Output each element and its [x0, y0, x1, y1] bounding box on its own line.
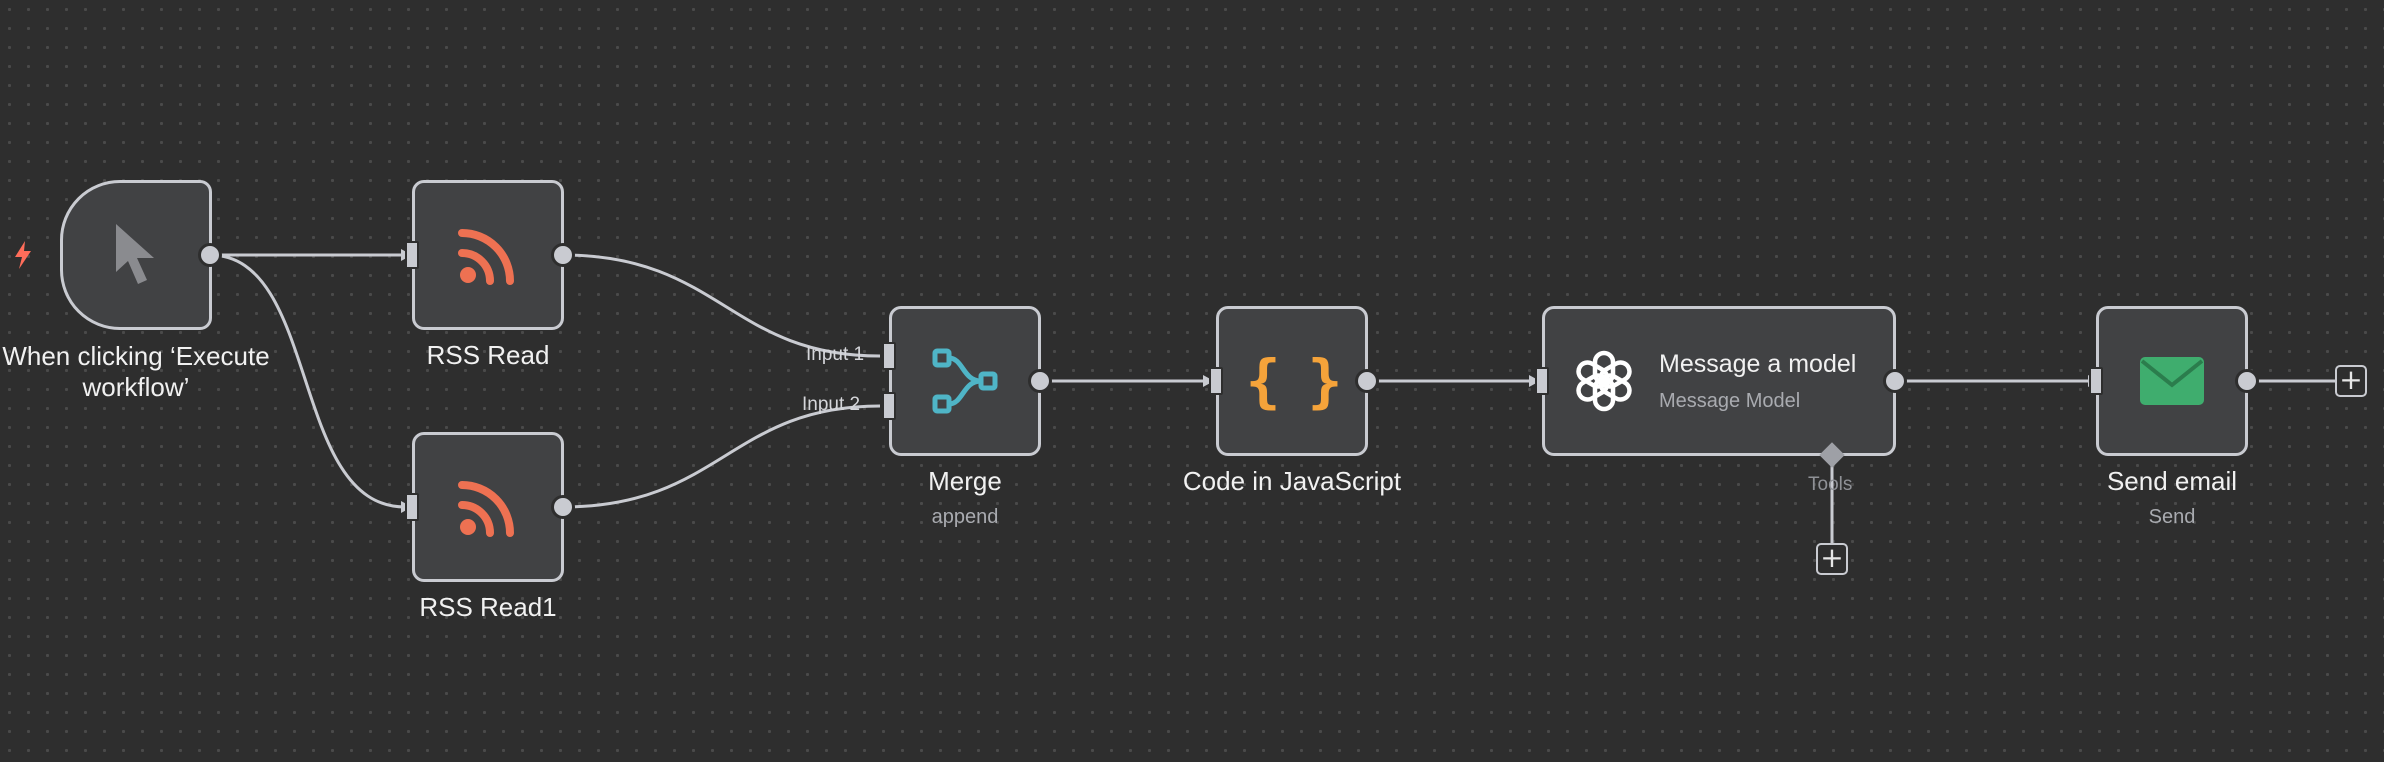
merge-input-2-label: Input 2 [802, 394, 861, 415]
code-label: Code in JavaScript [1182, 466, 1402, 496]
code-input-port[interactable] [1209, 367, 1223, 395]
merge-input-2-port[interactable] [882, 392, 896, 420]
send-email-input-port[interactable] [2089, 367, 2103, 395]
send-email-sublabel: Send [2148, 506, 2196, 528]
code-node[interactable]: { } [1216, 306, 1368, 456]
rss-read1-label: RSS Read1 [419, 592, 557, 622]
code-output-port[interactable] [1355, 369, 1379, 393]
trigger-output-port[interactable] [198, 243, 222, 267]
merge-input-1-label: Input 1 [806, 344, 865, 365]
lightning-icon [15, 241, 31, 269]
arrow-model [1529, 375, 1540, 387]
message-model-title: Message a model [1659, 350, 1857, 378]
rss-read-label: RSS Read [426, 340, 550, 370]
add-tool-button[interactable]: + [1816, 543, 1848, 575]
manual-trigger-node[interactable] [60, 180, 212, 330]
rss-read-output-port[interactable] [551, 243, 575, 267]
message-model-subtitle: Message Model [1659, 390, 1801, 412]
openai-icon [1576, 350, 1632, 412]
rss-read-node[interactable] [412, 180, 564, 330]
add-node-button[interactable]: + [2335, 365, 2367, 397]
message-model-output-port[interactable] [1883, 369, 1907, 393]
connection-rss-read1-merge [562, 404, 881, 509]
merge-output-port[interactable] [1028, 369, 1052, 393]
connection-rss-read-merge [562, 253, 881, 358]
arrow-code [1203, 375, 1214, 387]
tools-label: Tools [1808, 474, 1853, 495]
rss-read1-output-port[interactable] [551, 495, 575, 519]
curly-braces-icon: { } [1245, 347, 1343, 415]
envelope-icon [2140, 357, 2204, 405]
cursor-icon [116, 224, 154, 284]
merge-sublabel: append [931, 506, 999, 528]
message-model-input-port[interactable] [1535, 367, 1549, 395]
send-email-label: Send email [2106, 466, 2238, 496]
message-model-text: Message a model Message Model [1659, 349, 1859, 413]
merge-node[interactable] [889, 306, 1041, 456]
rss-read1-node[interactable] [412, 432, 564, 582]
rss-read-input-port[interactable] [405, 241, 419, 269]
merge-label: Merge [928, 466, 1002, 496]
rss-read1-input-port[interactable] [405, 493, 419, 521]
trigger-label: When clicking ‘Execute workflow’ [2, 341, 270, 402]
rss-icon [458, 481, 514, 537]
message-model-node[interactable]: Message a model Message Model [1542, 306, 1896, 456]
send-email-output-port[interactable] [2235, 369, 2259, 393]
rss-icon [458, 229, 514, 285]
connection-trigger-rss-read1 [209, 253, 406, 509]
send-email-node[interactable] [2096, 306, 2248, 456]
merge-icon [932, 348, 998, 414]
merge-input-1-port[interactable] [882, 342, 896, 370]
